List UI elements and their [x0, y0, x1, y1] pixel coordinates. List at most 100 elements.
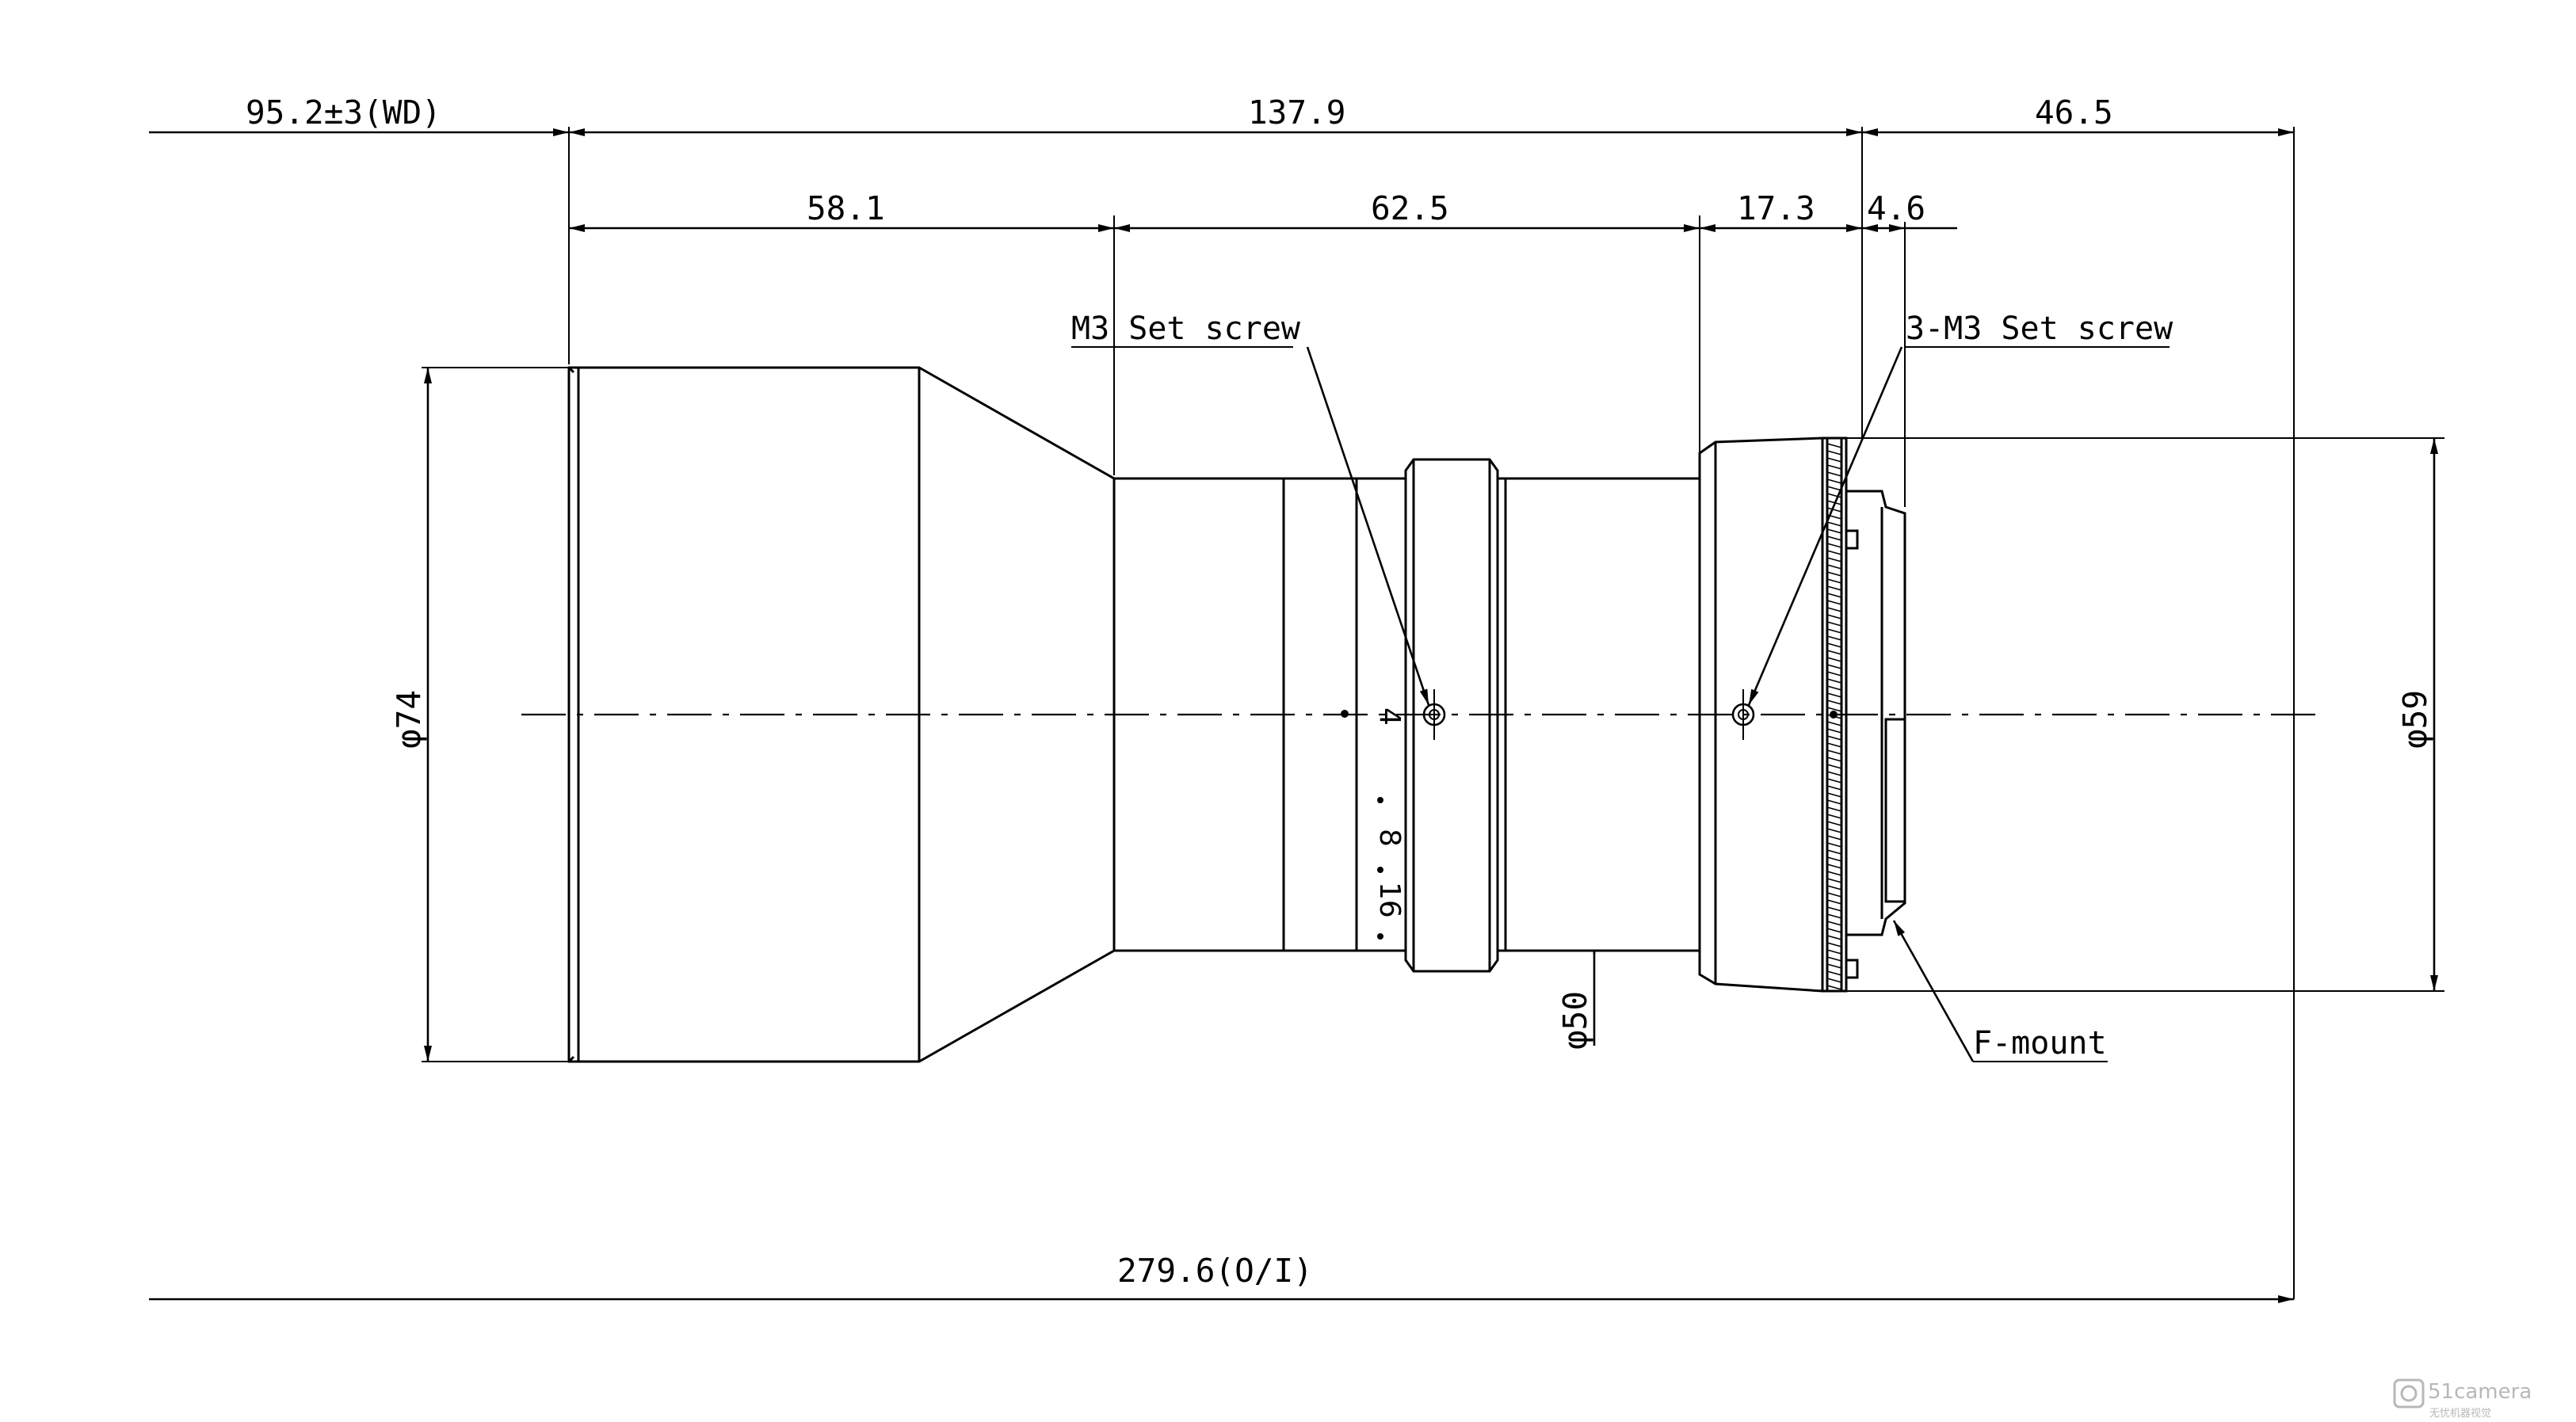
knurl-line — [1826, 778, 1842, 783]
dim-seg-front: 58.1 — [807, 189, 885, 227]
knurl-line — [1826, 507, 1842, 513]
knurl-line — [1826, 557, 1842, 562]
knurl-line — [1826, 985, 1842, 990]
knurl-line — [1826, 607, 1842, 612]
knurl-line — [1826, 814, 1842, 819]
dimension-lines-top: 95.2±3(WD) 137.9 46.5 58.1 62.5 17.3 4.6 — [149, 93, 2295, 1299]
knurl-line — [1826, 735, 1842, 741]
knurl-line — [1826, 721, 1842, 726]
knurl-line — [1826, 628, 1842, 634]
knurl-line — [1826, 949, 1842, 955]
knurl-line — [1826, 863, 1842, 869]
knurl-line — [1826, 471, 1842, 477]
knurl-line — [1826, 443, 1842, 448]
knurl-line — [1826, 671, 1842, 677]
dim-dia-front: φ74 — [390, 690, 428, 749]
knurl-line — [1826, 871, 1842, 876]
callout-f-mount: F-mount — [1973, 1025, 2107, 1062]
knurl-line — [1826, 792, 1842, 798]
knurl-line — [1826, 464, 1842, 470]
knurl-line — [1826, 835, 1842, 841]
knurl-line — [1826, 963, 1842, 969]
dim-seg-rear: 17.3 — [1737, 189, 1815, 227]
watermark-logo: 51camera — [2428, 1380, 2532, 1404]
knurl-line — [1826, 457, 1842, 463]
callout-set-screw-front: M3 Set screw — [1071, 311, 1301, 347]
knurl-line — [1826, 878, 1842, 883]
aperture-mark-8: 8 — [1373, 829, 1406, 847]
aperture-mark-16: 16 — [1373, 882, 1406, 918]
knurl-line — [1826, 764, 1842, 769]
knurl-line — [1826, 885, 1842, 890]
knurl-line — [1826, 906, 1842, 912]
knurl-line — [1826, 799, 1842, 805]
knurl-line — [1826, 657, 1842, 662]
knurl-line — [1826, 742, 1842, 748]
callout-set-screw-rear: 3-M3 Set screw — [1906, 311, 2173, 347]
knurl-line — [1826, 614, 1842, 620]
knurl-line — [1826, 642, 1842, 648]
knurl-line — [1826, 942, 1842, 947]
knurl-line — [1826, 828, 1842, 833]
knurl-line — [1826, 821, 1842, 826]
knurl-line — [1826, 600, 1842, 605]
knurl-line — [1826, 892, 1842, 898]
dim-working-distance: 95.2±3(WD) — [246, 93, 441, 132]
knurl-line — [1826, 493, 1842, 498]
knurl-line — [1826, 707, 1842, 712]
knurl-line — [1826, 749, 1842, 755]
watermark-subtitle: 无忧机器视觉 — [2429, 1408, 2491, 1420]
knurl-line — [1826, 664, 1842, 669]
knurl-line — [1826, 650, 1842, 655]
callouts: M3 Set screw 3-M3 Set screw F-mount — [1071, 311, 2173, 1062]
knurl-line — [1826, 935, 1842, 940]
knurl-line — [1826, 571, 1842, 577]
dim-seg-mount: 4.6 — [1867, 189, 1925, 227]
dim-dia-middle: φ50 — [1556, 991, 1594, 1050]
dim-total-oi: 279.6(O/I) — [1117, 1252, 1313, 1290]
knurl-line — [1826, 478, 1842, 484]
camera-logo-icon — [2393, 1378, 2425, 1409]
knurl-line — [1826, 899, 1842, 905]
knurl-line — [1826, 585, 1842, 591]
knurl-line — [1826, 678, 1842, 684]
knurl-line — [1826, 521, 1842, 527]
dim-flange-back: 46.5 — [2035, 93, 2113, 132]
knurl-line — [1826, 785, 1842, 791]
dim-overall-length: 137.9 — [1248, 93, 1345, 132]
knurl-line — [1826, 528, 1842, 534]
knurl-line — [1826, 536, 1842, 541]
watermark: 51camera 无忧机器视觉 — [2393, 1378, 2532, 1420]
knurl-line — [1826, 550, 1842, 555]
knurl-line — [1826, 806, 1842, 812]
knurl-line — [1826, 921, 1842, 926]
knurl-line — [1826, 564, 1842, 570]
knurl-line — [1826, 849, 1842, 855]
knurl-line — [1826, 842, 1842, 848]
knurl-line — [1826, 692, 1842, 698]
set-screws — [1422, 689, 1838, 740]
knurl-line — [1826, 856, 1842, 862]
knurl-line — [1826, 578, 1842, 584]
knurl-line — [1826, 970, 1842, 976]
knurl-line — [1826, 593, 1842, 598]
dim-dia-rear: φ59 — [2396, 690, 2434, 749]
knurl-line — [1826, 486, 1842, 491]
total-oi-dimension: 279.6(O/I) — [149, 1252, 2294, 1303]
knurl-line — [1826, 635, 1842, 641]
dim-seg-middle: 62.5 — [1371, 189, 1449, 227]
aperture-scale: 4 8 16 — [1341, 707, 1406, 940]
knurl-line — [1826, 757, 1842, 762]
aperture-mark-4: 4 — [1373, 707, 1406, 726]
knurl-line — [1826, 700, 1842, 705]
knurl-line — [1826, 913, 1842, 919]
knurl-line — [1826, 450, 1842, 456]
knurl-line — [1826, 928, 1842, 933]
knurl-line — [1826, 685, 1842, 691]
knurl-line — [1826, 771, 1842, 776]
knurl-line — [1826, 978, 1842, 983]
knurl-line — [1826, 728, 1842, 734]
knurl-line — [1826, 621, 1842, 627]
knurl-line — [1826, 956, 1842, 962]
